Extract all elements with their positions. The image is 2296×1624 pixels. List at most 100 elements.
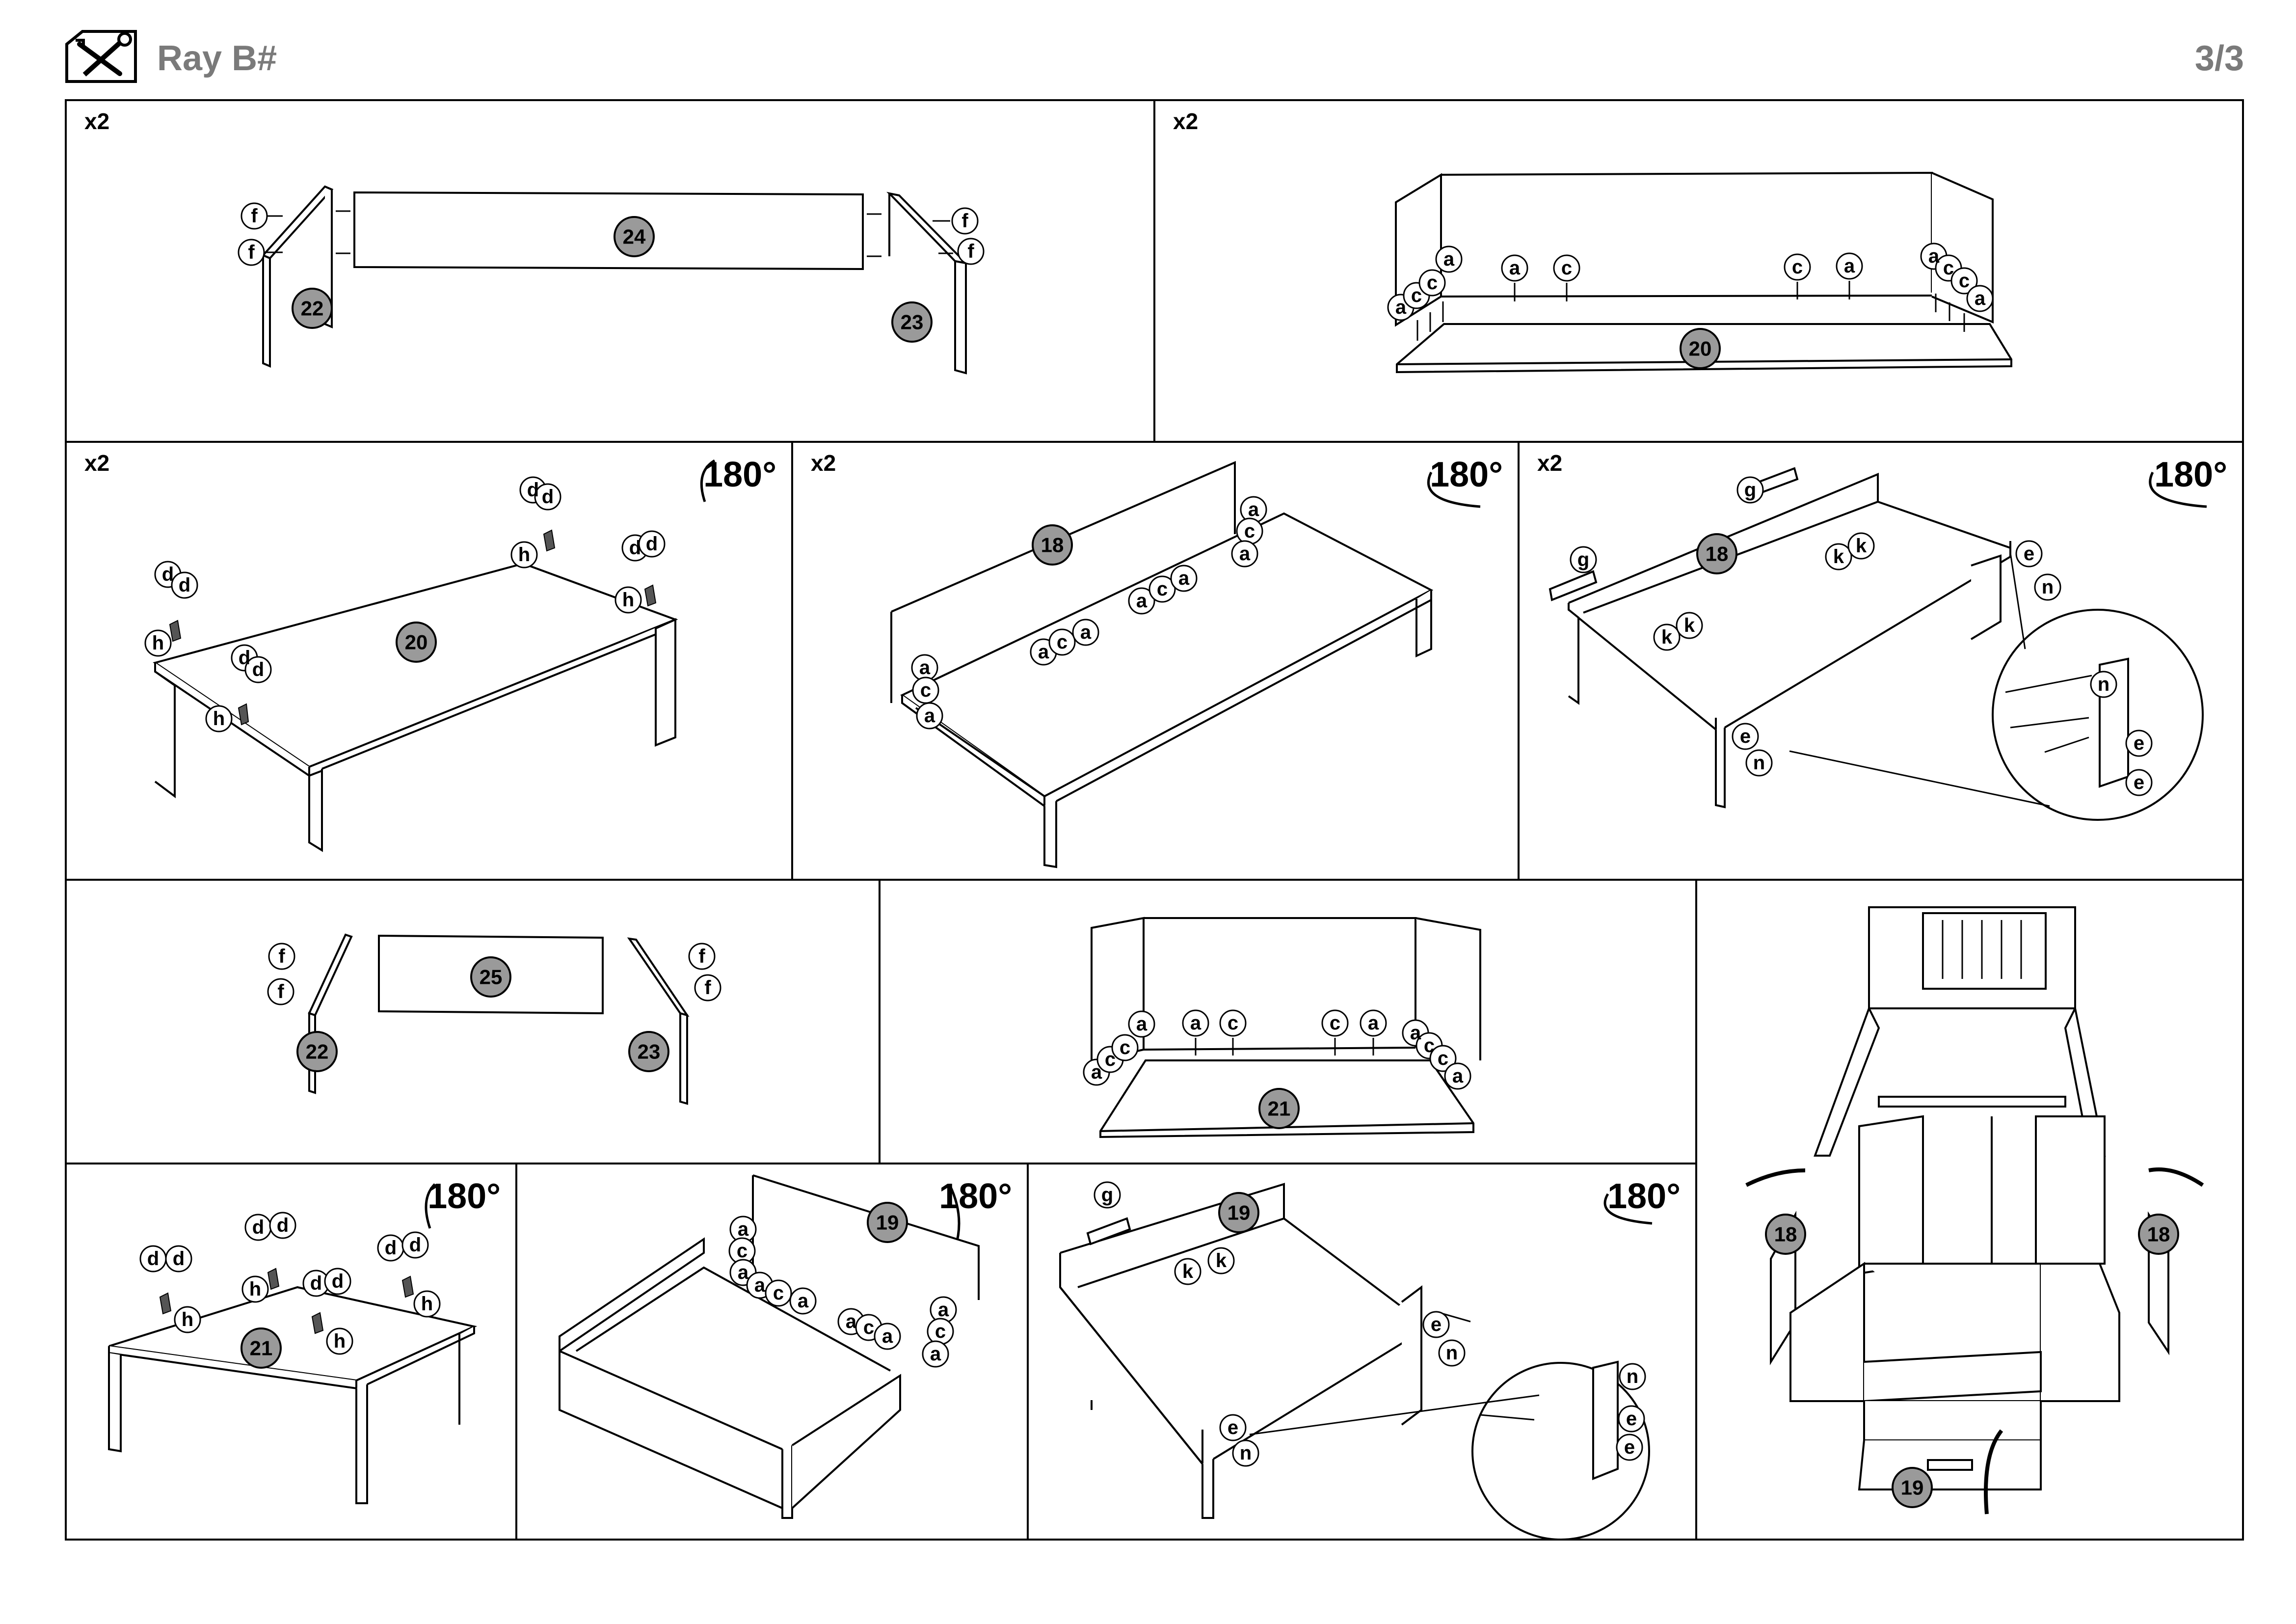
hardware-label: c	[1105, 1049, 1116, 1070]
step-6-part-badges: 25 22 23	[296, 956, 669, 1072]
hardware-label: d	[173, 1248, 185, 1270]
hardware-label: n	[1446, 1342, 1458, 1364]
hardware-label: a	[798, 1290, 809, 1312]
rotate-arrow-icon	[700, 459, 716, 502]
step-1-diagram: 24 22 23 f f f f	[238, 185, 985, 375]
step-4-quantity: x2	[811, 450, 836, 476]
hardware-label: d	[332, 1271, 344, 1292]
hardware-label: g	[1101, 1184, 1113, 1206]
hardware-label: c	[773, 1282, 784, 1304]
hardware-label: c	[1792, 256, 1803, 278]
hardware-label: a	[882, 1326, 893, 1347]
step-11-panel: 180° 19	[1029, 1164, 1695, 1540]
hardware-label: h	[334, 1330, 346, 1352]
hardware-label: d	[179, 574, 190, 596]
step-11-diagram: 19 g k k e n e n n e e	[1059, 1181, 1653, 1540]
grid-col-divider-5	[1695, 879, 1697, 1540]
hardware-label: k	[1856, 535, 1867, 557]
step-4-diagram: 18 a c a a c a a c a a c a	[890, 460, 1481, 868]
hardware-label: a	[1178, 568, 1190, 589]
hardware-label: d	[542, 486, 554, 508]
hardware-label: n	[1240, 1442, 1252, 1464]
hardware-label: e	[1740, 726, 1751, 747]
hardware-label: g	[1744, 479, 1756, 501]
grid-col-divider-7	[1027, 1163, 1029, 1540]
part-number: 23	[901, 311, 924, 334]
hardware-label: a	[1038, 641, 1049, 663]
hardware-label: c	[1438, 1048, 1448, 1069]
hardware-label: a	[1136, 590, 1148, 612]
hardware-label: c	[1561, 257, 1572, 279]
hardware-label: h	[518, 544, 530, 566]
step-8-diagram: 18 18 19	[1745, 906, 2204, 1515]
rotate-180-indicator: 180°	[2154, 455, 2227, 495]
hardware-label: c	[1244, 520, 1255, 542]
part-number: 21	[1268, 1097, 1291, 1120]
hardware-label: h	[622, 589, 634, 611]
rotate-180-indicator: 180°	[427, 1176, 501, 1217]
step-6-panel: 25 22 23 f f f f	[67, 881, 879, 1163]
hardware-label: f	[704, 977, 711, 999]
hardware-label: a	[1928, 245, 1940, 267]
rotation-label: 180°	[2154, 455, 2227, 494]
hardware-label: e	[2024, 543, 2034, 565]
hardware-label: f	[698, 946, 705, 967]
part-number: 20	[1689, 337, 1712, 360]
hardware-label: c	[1943, 257, 1954, 279]
hardware-label: d	[147, 1248, 159, 1270]
step-8-panel: 18 18 19	[1697, 881, 2242, 1540]
rotate-180-indicator: 180°	[703, 455, 776, 495]
rotation-label: 180°	[703, 455, 776, 494]
product-title: Ray B#	[157, 39, 277, 78]
hardware-label: e	[1624, 1436, 1635, 1458]
hardware-label: f	[277, 981, 284, 1002]
rotate-arrow-icon	[1427, 471, 1481, 508]
step-10-panel: 180° 19 a c a a c a	[517, 1164, 1027, 1540]
hardware-label: c	[1411, 285, 1422, 306]
hardware-label: f	[278, 946, 285, 967]
hardware-label: e	[1431, 1314, 1442, 1335]
part-number: 18	[1041, 534, 1064, 557]
hardware-label: f	[961, 210, 968, 232]
step-1-panel: x2 24 22 23 f	[67, 101, 1153, 441]
hardware-label: h	[421, 1293, 433, 1315]
hardware-label: c	[1228, 1012, 1238, 1034]
hardware-label: a	[1452, 1065, 1464, 1087]
part-number: 19	[1901, 1476, 1924, 1499]
step-3-part-badge: 20	[396, 622, 437, 663]
hardware-label: a	[754, 1274, 766, 1296]
step-7-diagram: 21 a c c a a c c a a c c a	[1083, 917, 1481, 1138]
hardware-label: k	[1182, 1261, 1194, 1282]
hardware-label: d	[277, 1215, 289, 1236]
hardware-label: c	[1424, 1035, 1435, 1056]
hardware-label: a	[938, 1299, 949, 1321]
hardware-label: d	[252, 1217, 264, 1238]
step-4-panel: x2 180° 18 a c a a c a	[793, 443, 1518, 879]
hardware-label: d	[629, 537, 641, 559]
hardware-label: k	[1684, 615, 1695, 636]
hardware-label: e	[2134, 732, 2144, 754]
part-number: 18	[1774, 1223, 1797, 1246]
hardware-label: k	[1833, 546, 1844, 568]
step-7-panel: 21 a c c a a c c a a c c a	[881, 881, 1695, 1163]
hardware-label: c	[863, 1317, 874, 1338]
step-9-part-badge: 21	[240, 1327, 282, 1369]
hardware-label: a	[1443, 248, 1455, 270]
hardware-label: k	[1661, 626, 1673, 648]
grid-col-divider-3	[1518, 441, 1520, 880]
page-header: Ray B# 3/3	[65, 29, 2244, 88]
hardware-label: d	[162, 564, 174, 585]
rotate-arrow-icon	[1603, 1193, 1653, 1225]
hardware-label: e	[2134, 772, 2144, 793]
part-number: 21	[250, 1337, 273, 1360]
step-5-part-badge: 18	[1696, 533, 1737, 574]
part-number: 22	[301, 297, 324, 320]
hardware-label: c	[920, 679, 931, 701]
hardware-label: d	[385, 1237, 397, 1259]
hardware-label: n	[2098, 674, 2109, 695]
rotation-label: 180°	[427, 1177, 501, 1216]
grid-row-divider-3	[65, 1163, 1697, 1164]
wrench-screwdriver-icon	[65, 30, 137, 83]
step-2-diagram: 20 a c c a a c c a a c c a	[1387, 171, 2012, 374]
hardware-label: f	[248, 242, 255, 263]
